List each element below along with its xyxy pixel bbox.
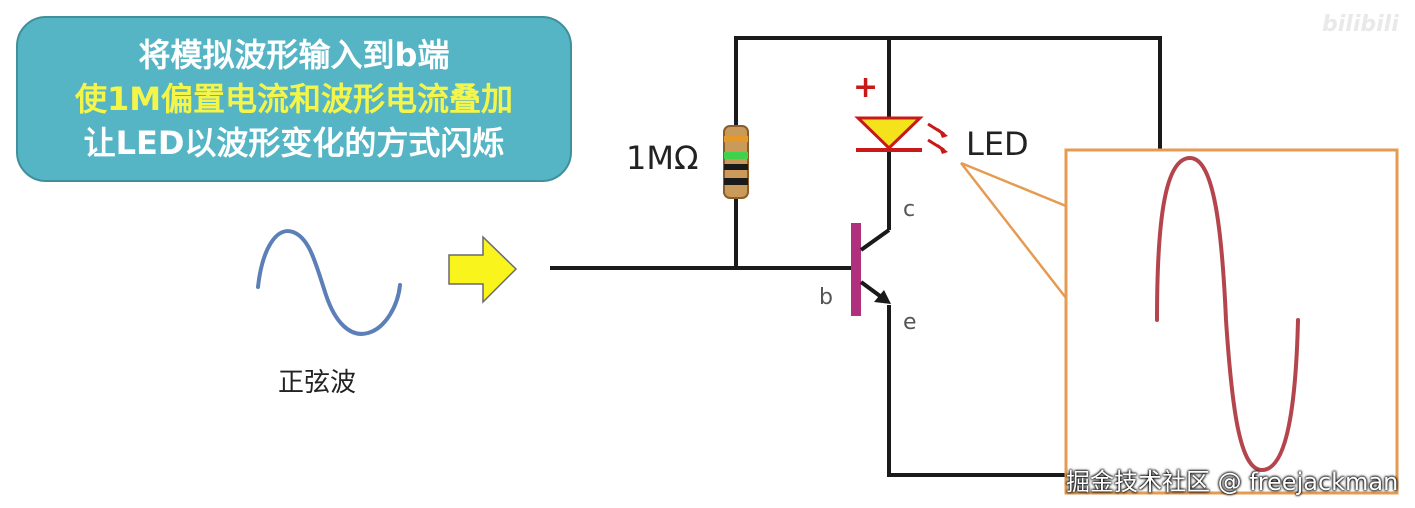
callout-line-1: 将模拟波形输入到b端 [138,36,450,74]
led-icon [854,116,948,154]
explanation-callout: 将模拟波形输入到b端 使1M偏置电流和波形电流叠加 让LED以波形变化的方式闪烁 [16,16,572,182]
top-wire [734,36,1162,150]
transistor-icon [851,223,891,316]
resistor-icon [723,125,749,199]
bilibili-watermark: bilibili [1322,12,1399,37]
base-label: b [819,285,833,310]
led-brightness-zoom-box [1064,148,1399,495]
site-watermark: 掘金技术社区 @ freejackman [1066,468,1399,496]
zoom-connector [960,161,1067,299]
emitter-label: e [903,310,917,335]
resistor-label: 1MΩ [626,139,699,177]
circuit-wires [550,36,1162,477]
sine-wave-icon [256,229,402,336]
sine-wave-label: 正弦波 [278,368,357,398]
led-label: LED [966,125,1029,163]
right-arrow-icon [448,235,518,304]
callout-line-2: 使1M偏置电流和波形电流叠加 [74,80,514,118]
brightness-waveform [1155,155,1300,473]
callout-line-3: 让LED以波形变化的方式闪烁 [83,124,505,162]
led-polarity-plus: + [853,70,879,105]
emitter-ground-wire [887,305,1066,477]
collector-label: c [903,197,916,222]
